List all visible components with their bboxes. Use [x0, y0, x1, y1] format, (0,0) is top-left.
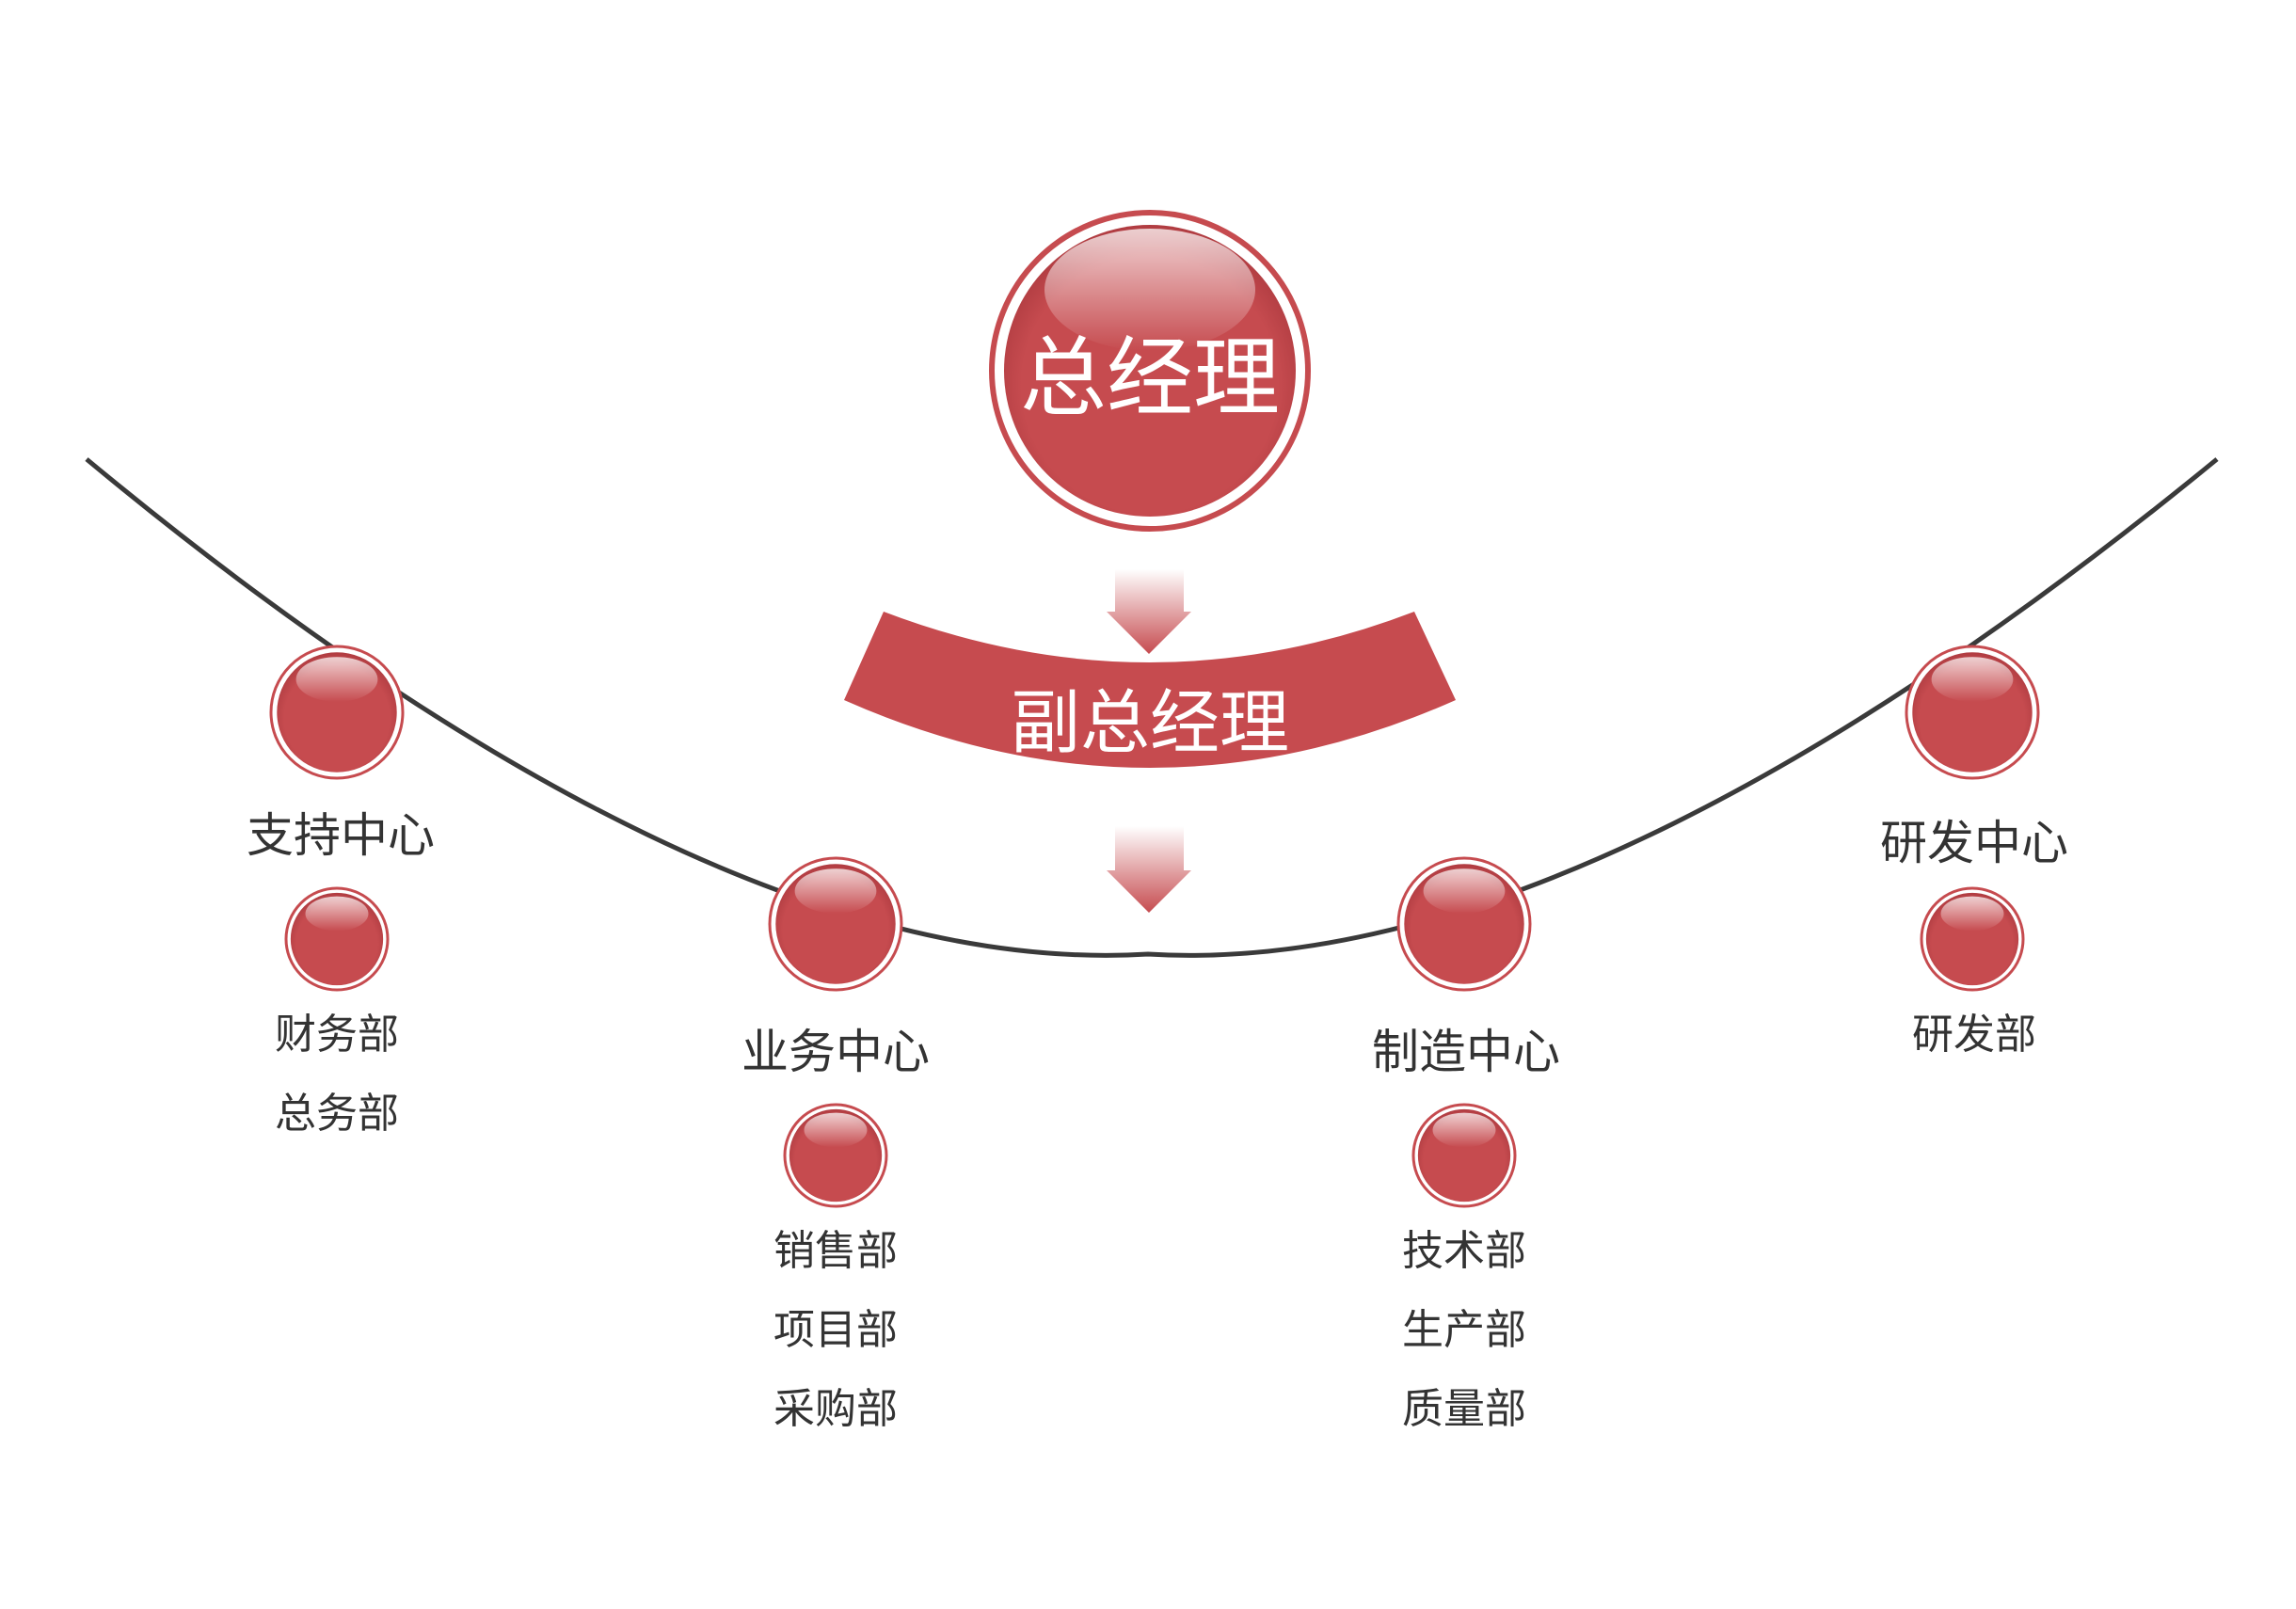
connector-arc [85, 457, 2219, 958]
node-center-rnd [1905, 645, 2040, 780]
top-title: 总经理 [1019, 327, 1281, 429]
dept-item: 研发部 [1912, 1011, 2036, 1059]
dept-item: 技术部 [1402, 1227, 1526, 1275]
dept-item: 采购部 [773, 1385, 898, 1433]
dept-list-rnd: 研发部 [1912, 996, 2036, 1075]
dept-item: 销售部 [773, 1227, 898, 1275]
node-center-business [768, 856, 903, 992]
node-center-support [269, 645, 405, 780]
node-dept-business [783, 1103, 888, 1208]
node-dept-support [284, 886, 390, 992]
dept-item: 质量部 [1402, 1385, 1526, 1433]
vp-banner [844, 612, 1456, 768]
center-label-business: 业务中心 [741, 1025, 930, 1079]
center-label-rnd: 研发中心 [1880, 816, 2068, 870]
node-dept-manufacturing [1411, 1103, 1517, 1208]
node-dept-rnd [1920, 886, 2025, 992]
dept-list-manufacturing: 技术部 生产部 质量部 [1402, 1212, 1526, 1449]
vp-title: 副总经理 [1011, 682, 1289, 764]
dept-list-support: 财务部 总务部 [275, 996, 399, 1154]
dept-item: 生产部 [1402, 1306, 1526, 1354]
dept-item: 项目部 [773, 1306, 898, 1354]
center-label-manufacturing: 制造中心 [1372, 1025, 1560, 1079]
top-node [989, 210, 1311, 532]
dept-list-business: 销售部 项目部 采购部 [773, 1212, 898, 1449]
arrow-down-icon [1107, 826, 1191, 913]
arrow-down-icon [1107, 569, 1191, 654]
node-center-manufacturing [1396, 856, 1532, 992]
dept-item: 总务部 [275, 1090, 399, 1138]
center-label-support: 支持中心 [247, 808, 435, 863]
dept-item: 财务部 [275, 1011, 399, 1059]
